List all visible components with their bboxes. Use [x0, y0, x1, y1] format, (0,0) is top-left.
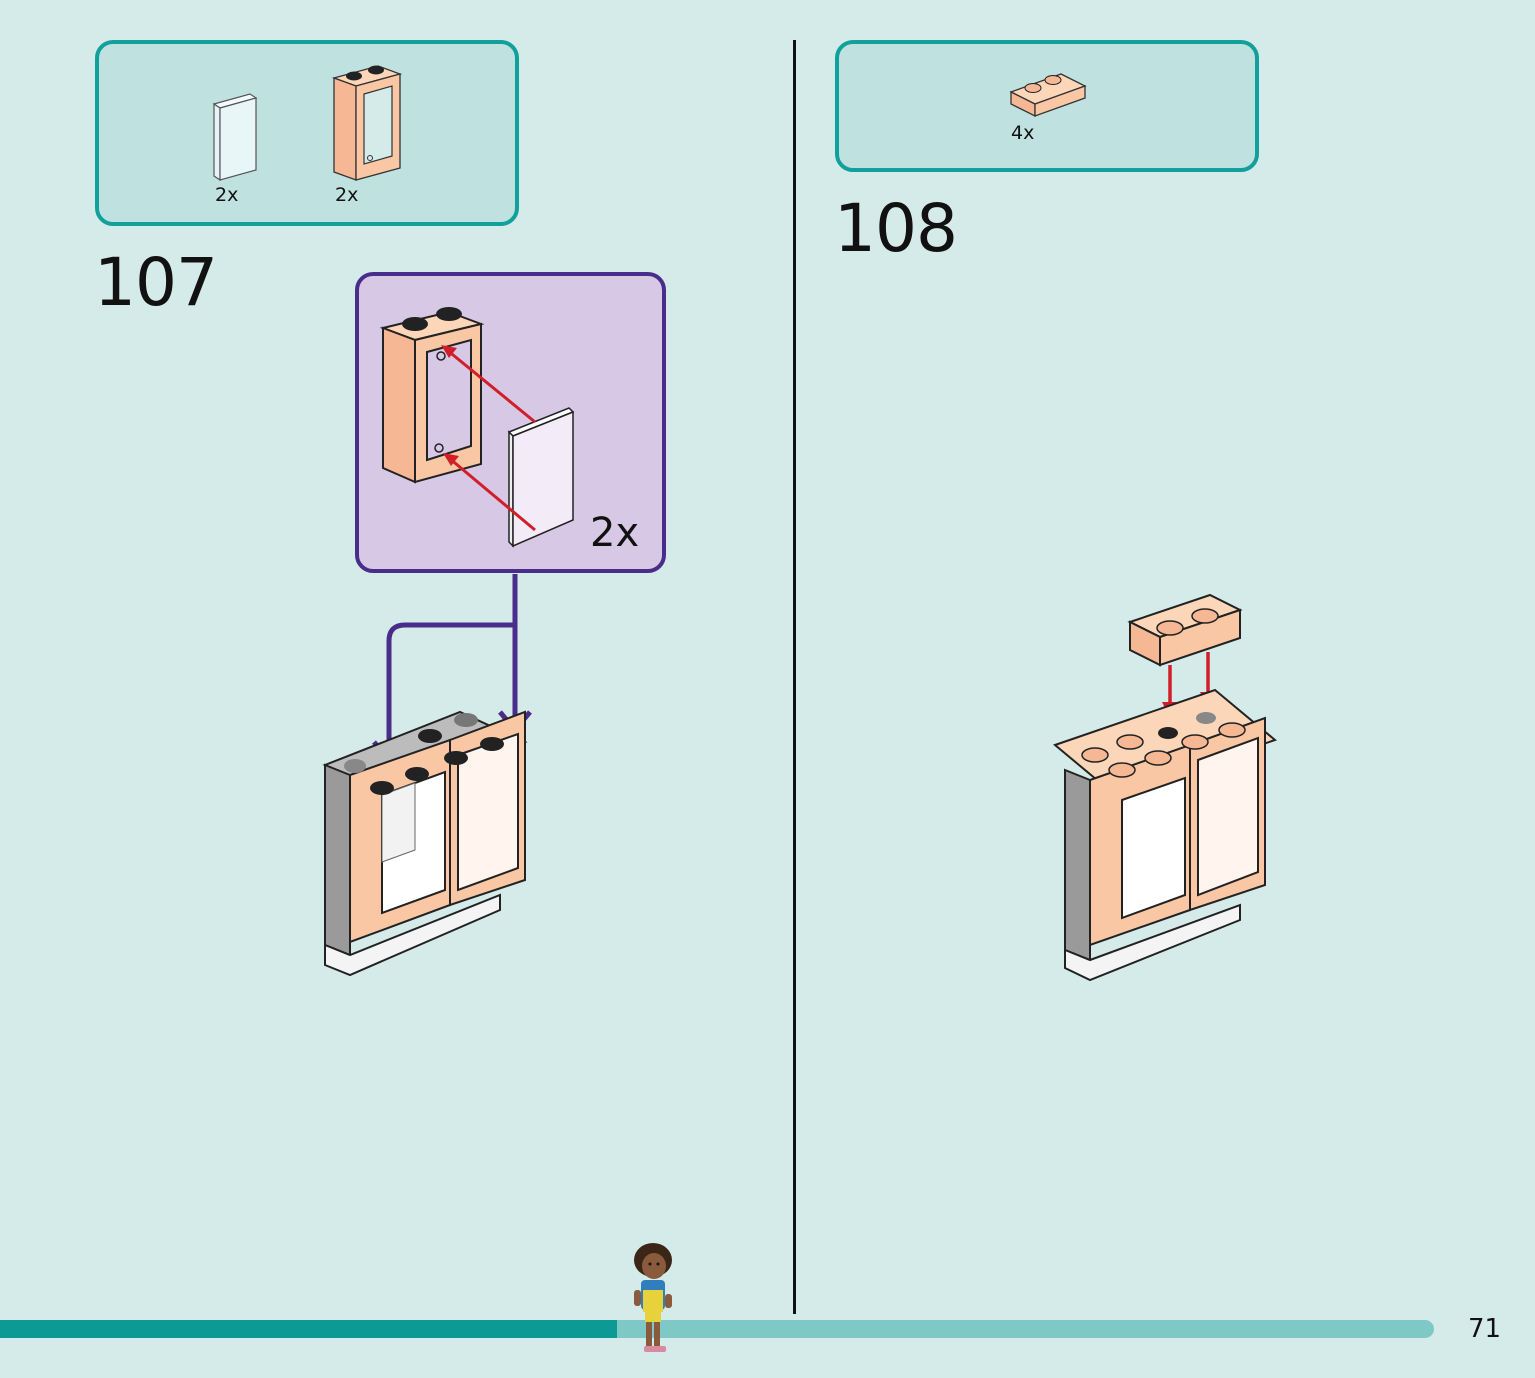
step-divider	[793, 40, 796, 1314]
part-qty-frame: 2x	[335, 184, 359, 206]
step-number-107: 107	[94, 244, 218, 321]
callout-qty: 2x	[590, 510, 640, 556]
glass-pane-icon	[212, 93, 258, 182]
model-step-107	[322, 710, 528, 977]
window-frame-icon	[331, 65, 403, 181]
step-number-108: 108	[834, 190, 958, 267]
part-qty-plate: 4x	[1011, 122, 1035, 144]
progress-fill	[0, 1320, 617, 1338]
frame-assembly-illustration	[379, 307, 575, 548]
parts-box-107	[95, 40, 519, 226]
plate-with-rail-icon	[1009, 73, 1087, 118]
model-step-108	[1052, 593, 1278, 982]
minifigure-icon	[634, 1243, 672, 1352]
part-qty-glass: 2x	[215, 184, 239, 206]
page-number: 71	[1468, 1314, 1502, 1344]
